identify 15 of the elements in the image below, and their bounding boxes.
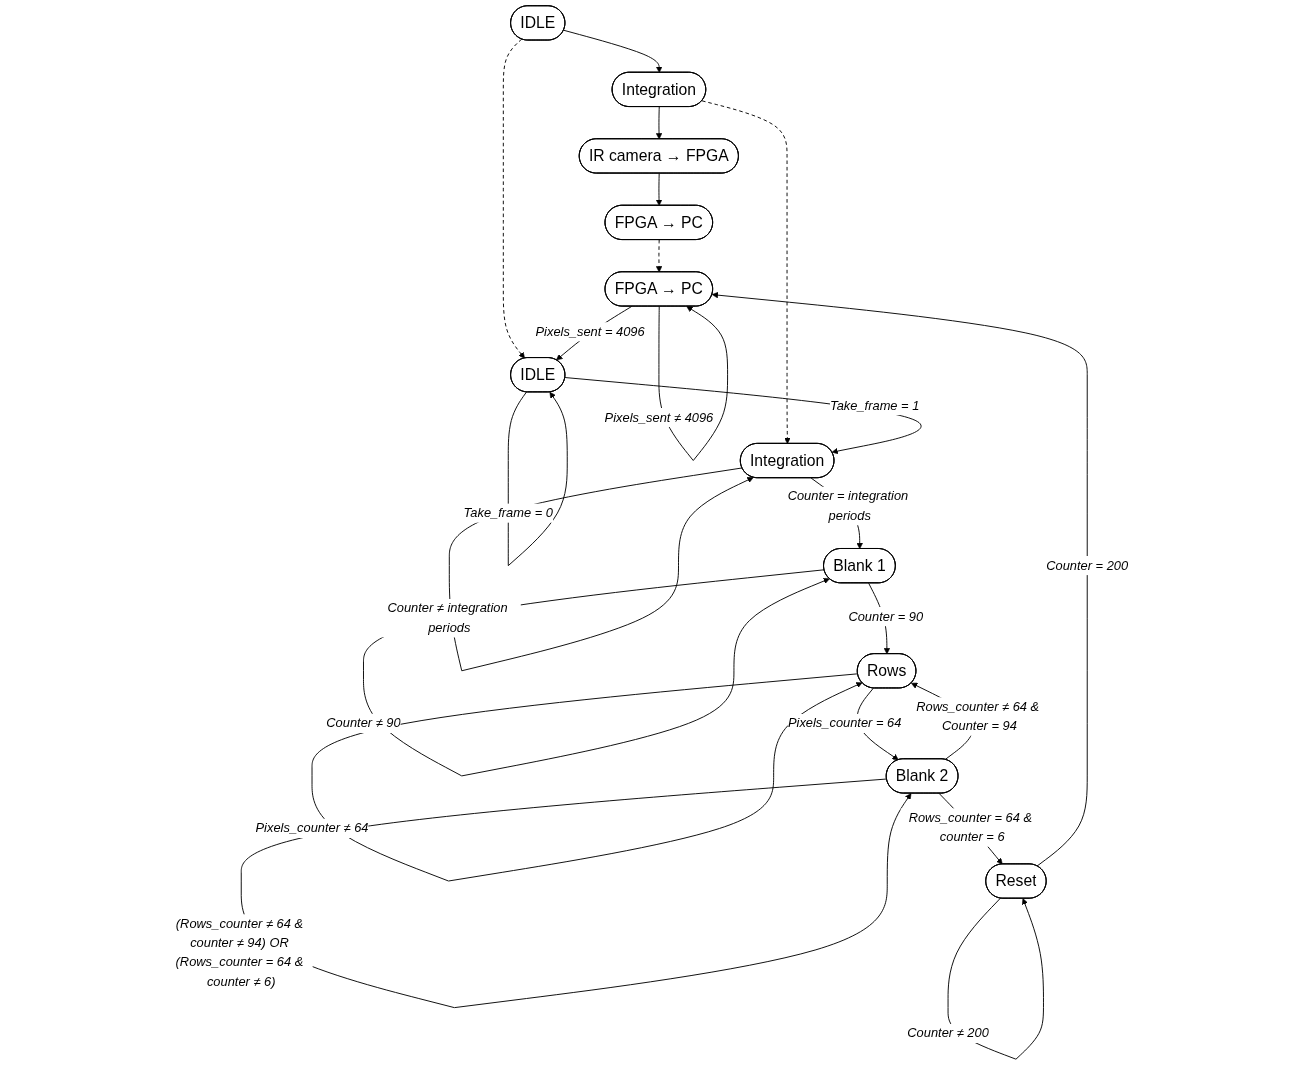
edge-label: Pixels_counter ≠ 64 [255,820,369,836]
edge-label: Counter ≠ 90 [325,715,401,731]
edge-label: Counter = 200 [1045,558,1128,573]
edge-label: Take_frame = 0 [463,505,553,520]
edge-label: (Rows_counter ≠ 64 & counter ≠ 94) OR (Rows_counter = 64 & counter ≠ 6) [175,916,303,989]
edge-label: Counter = integration periods [787,488,908,523]
edge-label: Counter ≠ 200 [906,1025,989,1041]
edge-label: Rows_counter ≠ 64 & Counter = 94 [915,699,1039,733]
edge-label: Counter ≠ integration periods [386,601,508,635]
edge-label: Pixels_sent = 4096 [535,324,645,339]
edge-label: Pixels_sent ≠ 4096 [604,410,713,425]
edge-label: Counter = 90 [847,609,923,624]
edge-label: Rows_counter = 64 & counter = 6 [908,810,1032,844]
edge-label: Take_frame = 1 [829,398,919,413]
edge-label: Pixels_counter = 64 [787,715,901,731]
